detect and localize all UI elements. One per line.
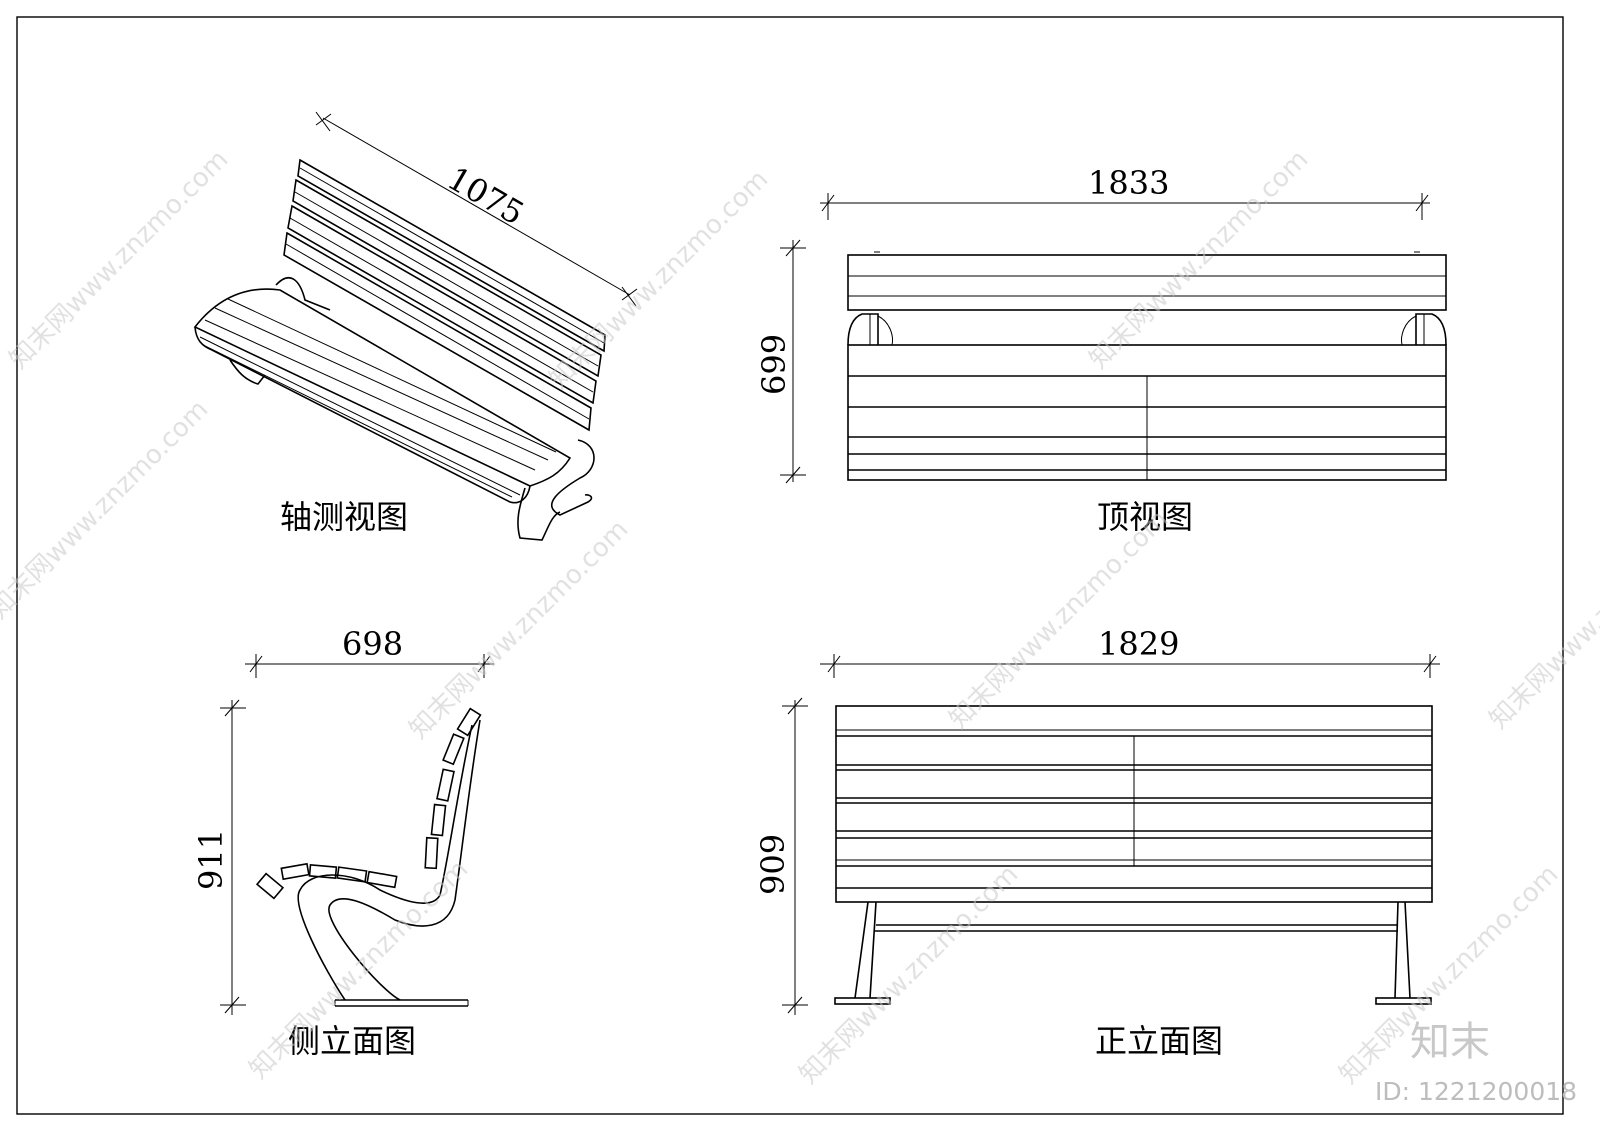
watermark-brand: 知末 xyxy=(1410,1019,1490,1065)
watermark-text: 知末网www.znzmo.com xyxy=(944,504,1175,735)
top-width-dimension-line xyxy=(820,193,1430,220)
side-height-dimension-value: 911 xyxy=(192,829,230,890)
front-view-caption: 正立面图 xyxy=(1095,1022,1223,1060)
front-width-dimension-value: 1829 xyxy=(1098,625,1179,663)
top-depth-dimension-line xyxy=(780,239,806,484)
front-height-dimension-line xyxy=(782,697,808,1015)
watermark-id: ID: 1221200018 xyxy=(1375,1077,1577,1106)
side-height-dimension-line xyxy=(220,699,246,1015)
side-view-caption: 侧立面图 xyxy=(288,1022,416,1060)
side-width-dimension-value: 698 xyxy=(342,625,403,663)
top-view: 1833 699 xyxy=(755,164,1447,536)
watermark-text: 知末网www.znzmo.com xyxy=(1484,504,1600,735)
front-view-bench xyxy=(834,705,1433,1005)
axonometric-view-caption: 轴测视图 xyxy=(280,498,408,536)
side-view: 698 911 xyxy=(192,625,494,1060)
axonometric-dimension-value: 1075 xyxy=(441,159,531,233)
top-view-bench xyxy=(847,251,1447,481)
watermark-text: 知末网www.znzmo.com xyxy=(544,164,775,395)
watermark-text: 知末网www.znzmo.com xyxy=(0,394,214,625)
front-height-dimension-value: 909 xyxy=(754,834,792,895)
front-width-dimension-line xyxy=(820,654,1440,678)
front-view: 1829 909 xyxy=(754,625,1440,1060)
side-width-dimension-line xyxy=(245,654,494,678)
side-view-bench xyxy=(255,707,482,1007)
sheet-border xyxy=(16,16,1564,1115)
axonometric-backrest xyxy=(283,158,606,432)
watermark-layer: 知末网www.znzmo.com 知末网www.znzmo.com 知末网www… xyxy=(0,144,1600,1090)
top-view-caption: 顶视图 xyxy=(1097,498,1193,536)
watermark-text: 知末网www.znzmo.com xyxy=(404,514,635,745)
axonometric-seat xyxy=(193,288,572,504)
axonometric-dimension-line xyxy=(315,111,638,307)
watermark-text: 知末网www.znzmo.com xyxy=(794,859,1025,1090)
top-width-dimension-value: 1833 xyxy=(1088,164,1169,202)
top-depth-dimension-value: 699 xyxy=(755,334,793,395)
axonometric-legs xyxy=(229,277,595,541)
axonometric-view: 1075 轴测视图 xyxy=(193,111,638,541)
